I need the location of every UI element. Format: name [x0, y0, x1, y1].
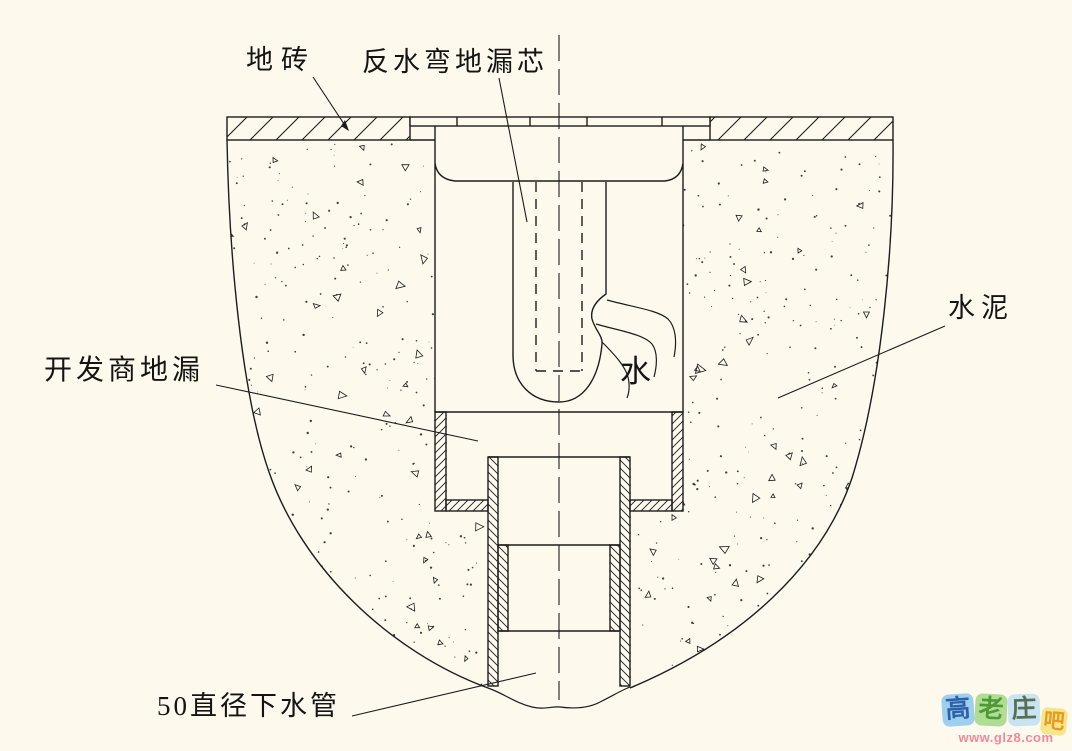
cement-boundary-left	[226, 139, 489, 689]
chamber-wall-right	[671, 411, 684, 512]
pipe-break-line	[487, 686, 631, 709]
water-flow-lines	[595, 299, 677, 399]
drain-grate-strip	[409, 116, 711, 127]
drain-grate-slots	[456, 117, 663, 126]
chamber-shelf-right	[629, 499, 673, 512]
cement-texture-left	[227, 143, 488, 688]
label-floor-tile: 地砖	[246, 45, 316, 75]
watermark-suffix: 吧	[1039, 706, 1069, 737]
floor-tile-band-left	[226, 116, 411, 141]
pipe-wall-right	[619, 456, 631, 687]
trap-core-dashed	[535, 182, 583, 372]
funnel-outline	[434, 126, 684, 412]
trap-cup-outline	[512, 182, 607, 403]
chamber-shelf-left	[445, 499, 489, 512]
leader-arrowhead	[341, 120, 349, 131]
sleeve-wall-right	[609, 544, 621, 632]
leader-cement	[777, 325, 946, 399]
watermark-logo: 高 老 庄 吧	[940, 692, 1070, 737]
label-drain-pipe: 50直径下水管	[157, 691, 340, 721]
label-developer-drain: 开发商地漏	[44, 355, 205, 386]
watermark-url: www.glz8.com	[958, 730, 1054, 745]
watermark-tile-1: 高	[940, 692, 976, 728]
leader-drain-core	[498, 77, 528, 223]
label-cement: 水泥	[948, 293, 1014, 323]
watermark-tile-2: 老	[974, 693, 1008, 727]
watermark-tile-3: 庄	[1007, 693, 1041, 727]
leader-drain-pipe	[351, 672, 537, 717]
cement-boundary-right	[629, 139, 894, 689]
sleeve-wall-left	[497, 544, 509, 632]
leader-floor-tile	[312, 76, 349, 131]
floor-tile-band-right	[709, 116, 894, 141]
chamber-wall-left	[434, 411, 447, 512]
leader-lines	[215, 76, 946, 717]
label-drain-core: 反水弯地漏芯	[362, 47, 548, 77]
watermark: 高 老 庄 吧 www.glz8.com	[940, 692, 1070, 745]
label-water: 水	[620, 354, 651, 389]
leader-developer-drain	[215, 384, 479, 442]
pipe-wall-left	[487, 456, 499, 687]
